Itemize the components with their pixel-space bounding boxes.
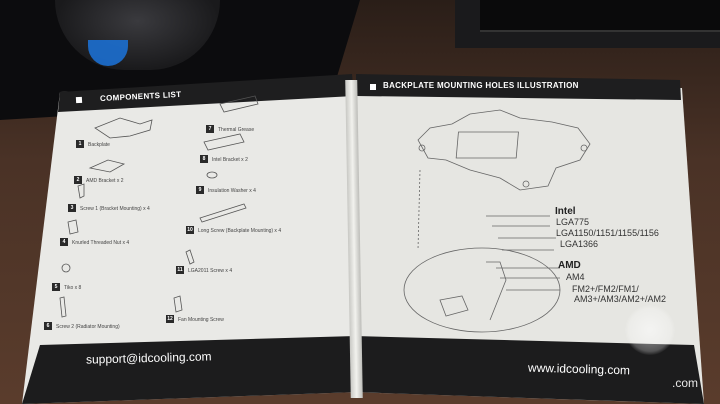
nut-drawing: [67, 219, 79, 235]
backplate-illustration-title: BACKPLATE MOUNTING HOLES ILLUSTRATION: [383, 81, 579, 90]
monitor-bezel: [480, 0, 720, 32]
backplate-drawing: [94, 117, 153, 139]
screw-drawing: [77, 183, 85, 199]
item-number: 5: [52, 283, 60, 291]
intel-heading: Intel: [555, 206, 576, 217]
item-number: 12: [166, 315, 174, 323]
item-number: 4: [60, 238, 68, 246]
washer-drawing: [206, 171, 218, 179]
leader-lines: [486, 215, 560, 291]
item-number: 2: [74, 176, 82, 184]
item-number: 6: [44, 322, 52, 330]
fan-screw-drawing: [173, 295, 183, 313]
watermark-text: .com: [672, 376, 699, 390]
header-square-icon: [370, 84, 376, 90]
item-number: 10: [186, 226, 194, 234]
intel-bracket-drawing: [203, 133, 245, 151]
item-label: Fan Mounting Screw: [178, 317, 224, 323]
item-label: Knurled Threaded Nut x 4: [72, 240, 130, 246]
lga2011-screw-drawing: [185, 249, 195, 265]
item-label: Screw 1 (Bracket Mounting) x 4: [80, 206, 150, 212]
item-number: 11: [176, 266, 184, 274]
watermark-logo: [625, 305, 675, 355]
magnified-detail: [403, 247, 561, 333]
item-number: 1: [76, 140, 84, 148]
item-label: Tiko x 8: [64, 285, 82, 291]
item-label: Insulation Washer x 4: [208, 188, 256, 194]
thermal-grease-drawing: [219, 95, 259, 113]
item-label: Long Screw (Backplate Mounting) x 4: [198, 228, 282, 234]
long-screw-drawing: [199, 203, 247, 223]
item-label: LGA2011 Screw x 4: [188, 268, 233, 274]
backplate-center: [455, 131, 519, 159]
item-number: 7: [206, 125, 214, 133]
backplate-illustration: [417, 109, 591, 191]
intel-socket: LGA1150/1151/1155/1156: [556, 228, 659, 238]
item-number: 3: [68, 204, 76, 212]
screw2-drawing: [59, 296, 67, 318]
amd-heading: AMD: [558, 260, 581, 271]
item-number: 8: [200, 155, 208, 163]
tiko-drawing: [61, 263, 71, 273]
item-label: Backplate: [88, 142, 110, 148]
item-label: Intel Bracket x 2: [212, 157, 248, 163]
amd-socket: AM3+/AM3/AM2+/AM2: [574, 294, 667, 304]
item-label: Thermal Grease: [218, 127, 255, 133]
item-label: AMD Bracket x 2: [86, 178, 124, 184]
item-number: 9: [196, 186, 204, 194]
intel-socket: LGA775: [556, 217, 590, 227]
amd-bracket-drawing: [88, 159, 126, 173]
intel-socket: LGA1366: [560, 239, 599, 249]
item-label: Screw 2 (Radiator Mounting): [56, 324, 120, 330]
amd-socket: FM2+/FM2/FM1/: [572, 284, 639, 294]
amd-socket: AM4: [566, 272, 585, 282]
